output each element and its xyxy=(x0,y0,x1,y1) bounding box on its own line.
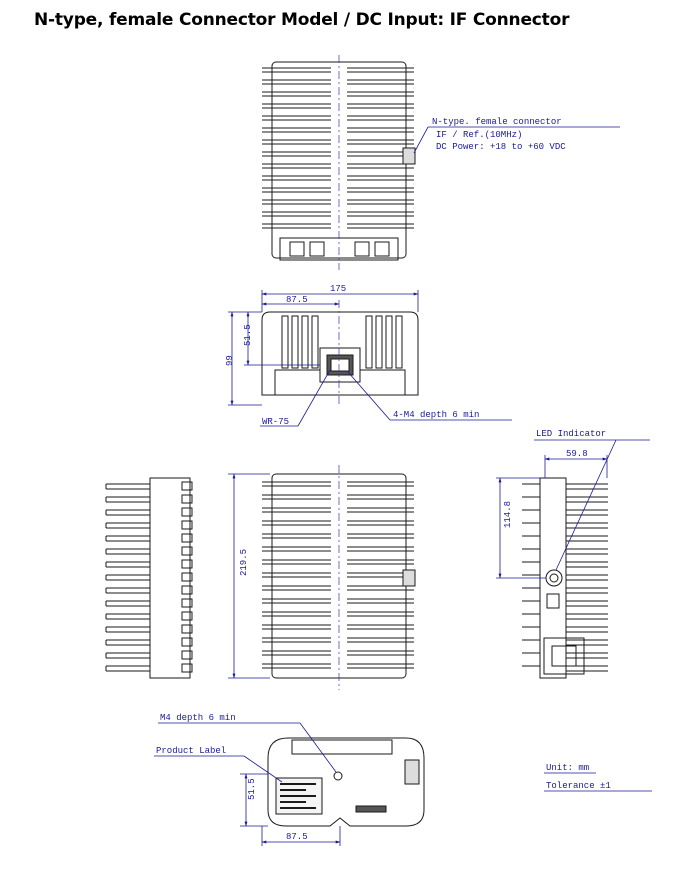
bottom-view xyxy=(267,737,425,827)
fin-line xyxy=(365,315,373,369)
fin-line xyxy=(181,611,193,621)
fin-line xyxy=(375,315,383,369)
fin-line xyxy=(301,315,309,369)
fin-line xyxy=(181,624,193,634)
dim-width-total: 175 xyxy=(330,284,346,294)
dim-length-side: 219.5 xyxy=(239,549,249,576)
dim-led-x: 59.8 xyxy=(566,449,588,459)
fin-line xyxy=(181,481,193,491)
connector-label-2: IF / Ref.(10MHz) xyxy=(436,130,522,140)
n-connector-side xyxy=(402,569,416,587)
fin-line xyxy=(181,559,193,569)
dim-height-front: 99 xyxy=(225,355,235,366)
right-end-fins xyxy=(522,483,608,672)
connector-label-1: N-type. female connector xyxy=(432,117,562,127)
side-view xyxy=(262,465,416,690)
dim-led-y: 114.8 xyxy=(503,501,513,528)
fin-line xyxy=(181,637,193,647)
tolerance-note: Tolerance ±1 xyxy=(546,781,611,791)
fin-line xyxy=(181,494,193,504)
dim-width-half: 87.5 xyxy=(286,295,308,305)
front-view-fins xyxy=(281,315,403,369)
fin-line xyxy=(181,520,193,530)
bottom-dimensions xyxy=(240,773,341,846)
front-view xyxy=(261,300,419,405)
led-label: LED Indicator xyxy=(536,429,606,439)
fin-line xyxy=(395,315,403,369)
fin-line xyxy=(181,650,193,660)
fin-line xyxy=(181,507,193,517)
led-indicator-housing xyxy=(546,593,560,609)
front-callouts xyxy=(260,369,512,427)
fin-line xyxy=(181,663,193,673)
fin-line xyxy=(181,546,193,556)
fin-line xyxy=(291,315,299,369)
right-end-connector xyxy=(545,569,563,587)
side-dimensions xyxy=(228,473,270,679)
fin-line xyxy=(311,315,319,369)
fin-line xyxy=(181,598,193,608)
bottom-connector xyxy=(404,759,420,785)
dim-bottom-h: 51.5 xyxy=(247,778,257,800)
top-view-fins xyxy=(262,67,414,229)
connector-label-3: DC Power: +18 to +60 VDC xyxy=(436,142,566,152)
m4-front-label: 4-M4 depth 6 min xyxy=(393,410,479,420)
page-title: N-type, female Connector Model / DC Inpu… xyxy=(34,10,570,30)
right-end-dimensions xyxy=(496,439,650,579)
dim-height-flange: 51.5 xyxy=(243,324,253,346)
right-end-plate xyxy=(543,637,585,675)
fin-line xyxy=(385,315,393,369)
m4-bottom-label: M4 depth 6 min xyxy=(160,713,236,723)
left-side-view xyxy=(105,477,193,679)
dim-bottom-w: 87.5 xyxy=(286,832,308,842)
wr75-label: WR-75 xyxy=(262,417,289,427)
top-view xyxy=(262,55,416,270)
notes: Unit: mm Tolerance ±1 xyxy=(544,763,652,792)
bottom-view-body xyxy=(267,737,425,827)
bottom-callouts xyxy=(154,722,337,783)
front-view-body xyxy=(261,311,419,396)
fin-line xyxy=(181,572,193,582)
bottom-m4-hole xyxy=(333,771,343,781)
left-side-fins xyxy=(105,481,193,673)
left-side-body xyxy=(149,477,191,679)
bottom-vent xyxy=(355,805,387,813)
fin-line xyxy=(281,315,289,369)
fin-line xyxy=(181,585,193,595)
product-label-label: Product Label xyxy=(156,746,226,756)
side-view-fins xyxy=(262,481,414,669)
n-connector-top xyxy=(402,147,416,165)
unit-note: Unit: mm xyxy=(546,763,589,773)
connector-callout: N-type. female connector IF / Ref.(10MHz… xyxy=(413,117,620,154)
front-dimensions xyxy=(228,290,419,406)
fin-line xyxy=(181,533,193,543)
product-label-lines xyxy=(280,783,316,809)
